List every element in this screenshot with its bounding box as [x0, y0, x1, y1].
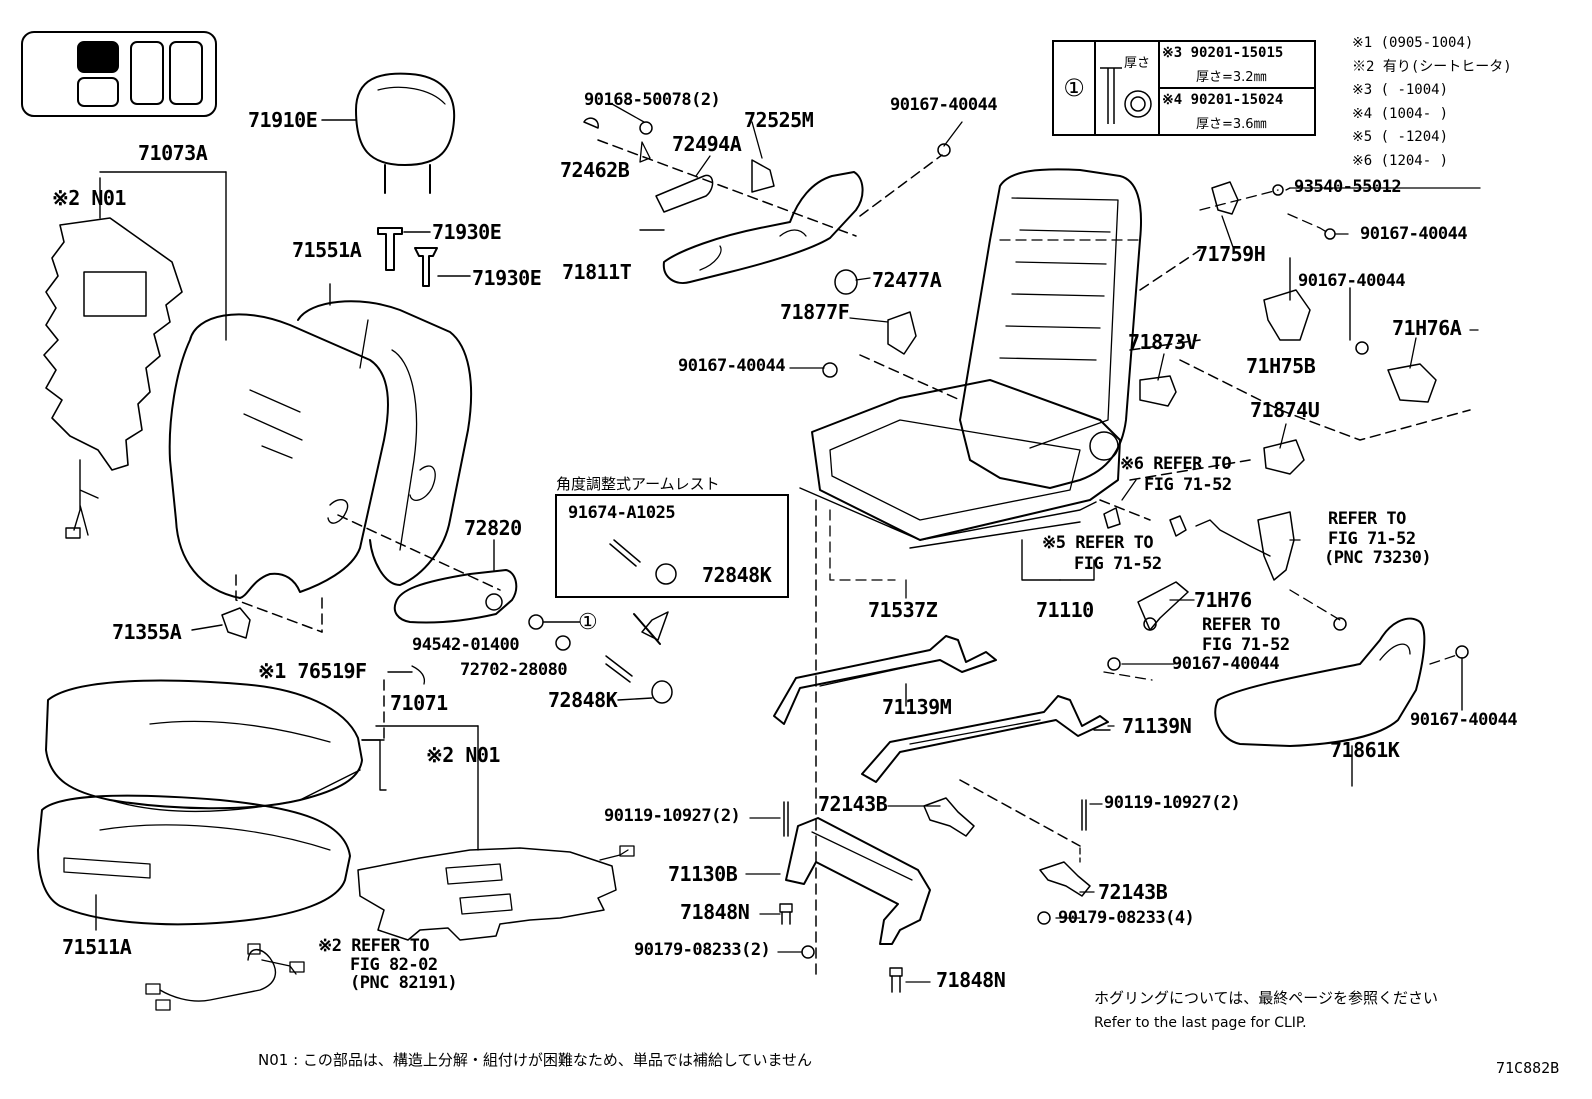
footnotes: ※1 (0905-1004) ※2 有り(シートヒータ) ※3 ( -1004)…	[1352, 35, 1512, 169]
seat-rails-drawing	[773, 499, 1111, 981]
circle-callout: ①	[578, 610, 598, 635]
part-label: 90179-08233(4)	[1058, 908, 1195, 928]
part-label: 72477A	[872, 268, 942, 292]
harness-drawing	[145, 943, 305, 1011]
part-label: 90167-40044	[1360, 224, 1468, 244]
armrest-inset-drawing	[609, 539, 677, 645]
part-label: 71073A	[138, 141, 208, 165]
brackets-right-drawing	[1139, 181, 1437, 475]
lower-bracket-drawing	[779, 797, 1091, 993]
part-label: 72820	[464, 516, 522, 540]
part-label: 71H76A	[1392, 316, 1462, 340]
part-label: 90168-50078(2)	[584, 90, 721, 110]
part-label: ※2 N01	[52, 186, 126, 210]
part-label: 72702-28080	[460, 660, 568, 680]
leader-lines	[611, 103, 1481, 983]
part-label: 71537Z	[868, 598, 938, 622]
washer-icon	[1100, 67, 1152, 124]
part-label: 90167-40044	[890, 95, 998, 115]
part-label: 90119-10927(2)	[604, 806, 741, 826]
part-label: 71930E	[432, 220, 502, 244]
part-label: 90167-40044	[1172, 654, 1280, 674]
seatback-heater-drawing	[43, 171, 227, 539]
bottom-note: N01 : この部品は、構造上分解・組付けが困難なため、単品では補給していません	[258, 1051, 813, 1069]
legend-row-2: ※4 90201-15024 厚さ=3.6㎜	[1162, 92, 1284, 132]
part-label: 71355A	[112, 620, 182, 644]
part-label: 71848N	[680, 900, 750, 924]
headrest-guides	[377, 227, 471, 287]
legend-thickness-label: 厚さ	[1124, 56, 1151, 71]
side-shield-drawing	[1214, 617, 1469, 787]
part-label: 71873V	[1128, 330, 1198, 354]
legend-washer-cell: 厚さ	[1096, 42, 1160, 134]
part-label: 71139N	[1122, 714, 1192, 738]
seatback-cover-drawing	[168, 283, 501, 633]
part-label: 72143B	[818, 792, 888, 816]
part-label: 72848K	[702, 563, 772, 587]
part-label: 71910E	[248, 108, 318, 132]
part-label: 71877F	[780, 300, 850, 324]
part-label: 72525M	[744, 108, 814, 132]
part-label: 71861K	[1330, 738, 1400, 762]
armrest-drawing	[387, 539, 673, 704]
legend-row-1: ※3 90201-15015 厚さ=3.2㎜	[1160, 42, 1314, 89]
part-label: 90167-40044	[1298, 271, 1406, 291]
clip-note-jp: ホグリングについては、最終ページを参照ください	[1094, 989, 1438, 1007]
clips-seatbelt-drawing	[1103, 507, 1347, 681]
part-label: 72848K	[548, 688, 618, 712]
figure-id: 71C882B	[1496, 1059, 1560, 1077]
part-label: 71110	[1036, 598, 1094, 622]
headrest-drawing	[321, 72, 456, 194]
part-label: 90119-10927(2)	[1104, 793, 1241, 813]
part-label: 72494A	[672, 132, 742, 156]
seat-cushion-drawing	[37, 679, 479, 931]
part-label: 90167-40044	[678, 356, 786, 376]
clip-71355A-drawing	[191, 607, 251, 639]
part-label: 71551A	[292, 238, 362, 262]
armrest-inset-box	[555, 494, 789, 598]
side-cover-drawing	[583, 117, 951, 378]
clip-note-en: Refer to the last page for CLIP.	[1094, 1015, 1307, 1031]
part-label: 71071	[390, 691, 448, 715]
part-label: ※2 N01	[426, 743, 500, 767]
part-label: 90179-08233(2)	[634, 940, 771, 960]
seat-position-icon	[21, 31, 217, 117]
seat-frame-drawing	[799, 168, 1471, 581]
part-label: 93540-55012	[1294, 177, 1402, 197]
part-label: 72143B	[1098, 880, 1168, 904]
part-label: 71130B	[668, 862, 738, 886]
part-label: 90167-40044	[1410, 710, 1518, 730]
part-label: 71139M	[882, 695, 952, 719]
shim-legend-box: ① 厚さ ※3 90201-15015 厚さ=3.2㎜ ※4 90201-150…	[1052, 40, 1316, 136]
part-label: 71811T	[562, 260, 632, 284]
part-label: 71930E	[472, 266, 542, 290]
part-label: 72462B	[560, 158, 630, 182]
legend-circle: ①	[1054, 42, 1096, 134]
part-label: 71H76	[1194, 588, 1252, 612]
inset-title: 角度調整式アームレスト	[556, 475, 720, 493]
part-label: ※1 76519F	[258, 659, 367, 683]
part-label: 91674-A1025	[568, 503, 676, 523]
part-label: 71848N	[936, 968, 1006, 992]
cushion-heater-drawing	[357, 845, 635, 941]
part-label: 71H75B	[1246, 354, 1316, 378]
part-label: 94542-01400	[412, 635, 520, 655]
part-label: 71759H	[1196, 242, 1266, 266]
part-label: 71511A	[62, 935, 132, 959]
part-label: 71874U	[1250, 398, 1320, 422]
